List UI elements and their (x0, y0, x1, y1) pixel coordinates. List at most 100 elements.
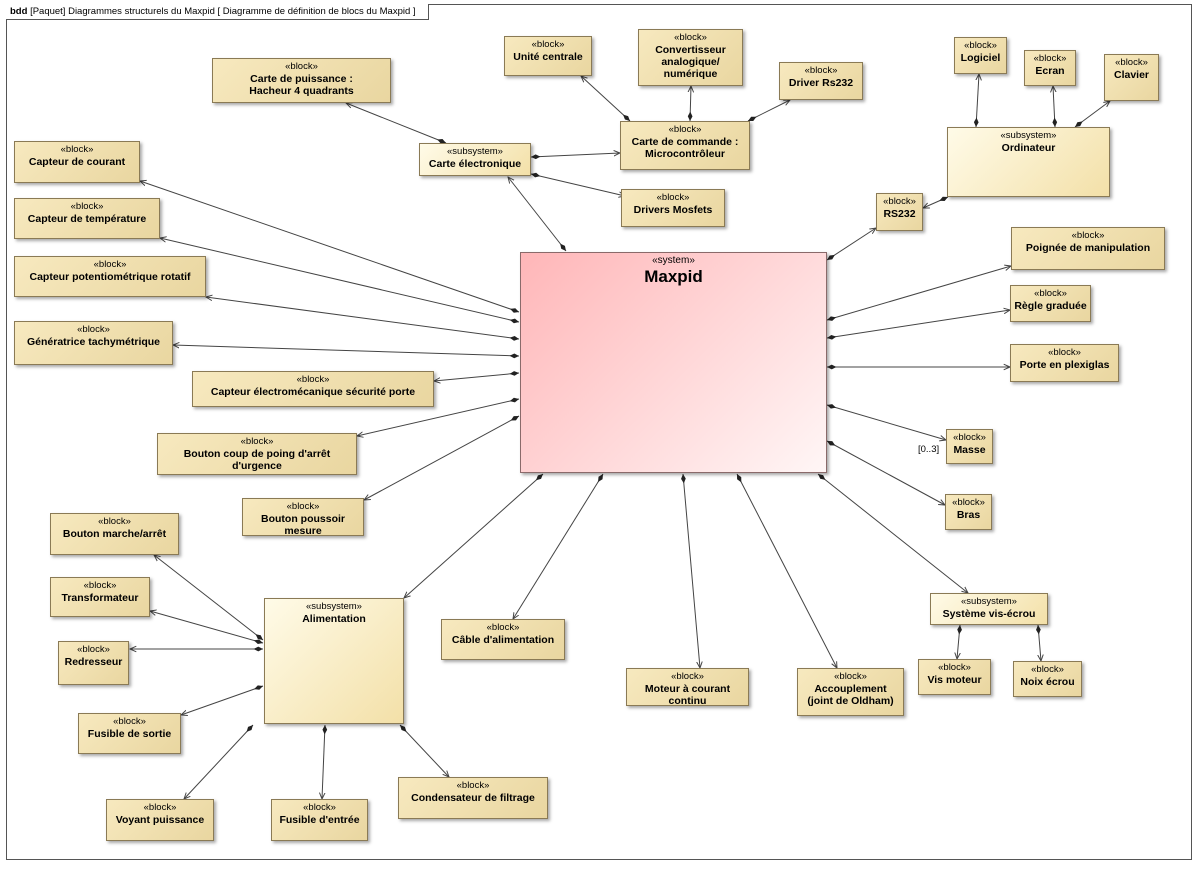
association-alimentation-fusible-entree (322, 724, 325, 799)
block-drivers-mos[interactable]: «block»Drivers Mosfets (621, 189, 725, 227)
association-ordinateur-ecran (1053, 86, 1055, 128)
block-bouton-mesure[interactable]: «block»Bouton poussoir mesure (242, 498, 364, 537)
block-maxpid[interactable]: «system»Maxpid (520, 252, 827, 473)
block-convertisseur[interactable]: «block»Convertisseur analogique/ numériq… (638, 29, 743, 86)
block-name: Convertisseur analogique/ numérique (655, 44, 726, 80)
block-stereotype: «block» (77, 324, 110, 335)
block-name: Carte électronique (428, 158, 522, 170)
block-moteur[interactable]: «block»Moteur à courant continu (626, 668, 749, 707)
block-stereotype: «block» (834, 671, 867, 682)
frame-kind: bdd (10, 6, 28, 17)
block-poignee[interactable]: «block»Poignée de manipulation (1011, 227, 1165, 270)
block-voyant[interactable]: «block»Voyant puissance (106, 799, 214, 841)
block-ecran[interactable]: «block»Ecran (1024, 50, 1076, 86)
block-name: Moteur à courant continu (644, 683, 731, 707)
association-maxpid-poignee (826, 266, 1011, 320)
block-stereotype: «subsystem» (961, 596, 1017, 607)
association-maxpid-carte-elec (508, 177, 567, 252)
block-capteur-porte[interactable]: «block»Capteur électromécanique sécurité… (192, 371, 434, 407)
block-masse[interactable]: «block»Masse (946, 429, 993, 464)
block-stereotype: «block» (1071, 230, 1105, 241)
block-name: Fusible d'entrée (279, 814, 360, 826)
block-stereotype: «block» (240, 436, 274, 447)
block-stereotype: «block» (671, 671, 704, 682)
block-stereotype: «block» (296, 374, 330, 385)
block-porte[interactable]: «block»Porte en plexiglas (1010, 344, 1119, 382)
block-bouton-urgence[interactable]: «block»Bouton coup de poing d'arrêt d'ur… (157, 433, 357, 475)
block-vis-ecrou[interactable]: «subsystem»Système vis-écrou (930, 593, 1048, 625)
block-name: Voyant puissance (115, 814, 205, 826)
association-vis-ecrou-noix (1038, 624, 1041, 661)
block-name: Bras (956, 509, 981, 521)
block-stereotype: «subsystem» (1000, 130, 1057, 141)
block-stereotype: «block» (456, 780, 490, 791)
block-vis-moteur[interactable]: «block»Vis moteur (918, 659, 991, 695)
block-fusible-sortie[interactable]: «block»Fusible de sortie (78, 713, 181, 754)
association-carte-cmd-convertisseur (690, 86, 691, 122)
block-name: Porte en plexiglas (1019, 359, 1110, 371)
block-logiciel[interactable]: «block»Logiciel (954, 37, 1007, 74)
association-carte-cmd-driver-rs232 (747, 100, 790, 122)
block-stereotype: «block» (668, 124, 702, 135)
association-alimentation-transformateur (150, 611, 264, 643)
block-unite[interactable]: «block»Unité centrale (504, 36, 592, 76)
block-carte-puissance[interactable]: «block»Carte de puissance : Hacheur 4 qu… (212, 58, 391, 103)
block-stereotype: «block» (486, 622, 520, 633)
block-fusible-entree[interactable]: «block»Fusible d'entrée (271, 799, 368, 841)
block-clavier[interactable]: «block»Clavier (1104, 54, 1159, 101)
block-ordinateur[interactable]: «subsystem»Ordinateur (947, 127, 1110, 197)
diagram-frame (6, 4, 1192, 860)
block-capteur-courant[interactable]: «block»Capteur de courant (14, 141, 140, 183)
block-stereotype: «block» (883, 196, 916, 207)
block-name: Logiciel (960, 52, 1001, 64)
block-stereotype: «block» (531, 39, 565, 50)
association-maxpid-capteur-porte (434, 373, 520, 381)
association-ordinateur-logiciel (976, 74, 979, 128)
association-rs232-ordinateur (923, 196, 949, 208)
block-capteur-temp[interactable]: «block»Capteur de température (14, 198, 160, 239)
block-name: Noix écrou (1020, 676, 1075, 688)
block-name: Redresseur (64, 656, 123, 668)
block-driver-rs[interactable]: «block»Driver Rs232 (779, 62, 863, 100)
block-stereotype: «block» (285, 61, 318, 72)
association-maxpid-generatrice (173, 345, 520, 356)
association-carte-elec-carte-puissance (346, 103, 447, 144)
block-stereotype: «block» (964, 40, 997, 51)
block-name: Ordinateur (1001, 142, 1056, 154)
block-alimentation[interactable]: «subsystem»Alimentation (264, 598, 404, 724)
block-stereotype: «block» (938, 662, 971, 673)
block-name: Drivers Mosfets (633, 204, 713, 216)
block-cable[interactable]: «block»Câble d'alimentation (441, 619, 565, 660)
block-name: Unité centrale (513, 51, 583, 63)
association-alimentation-condensateur (399, 724, 449, 777)
block-condensateur[interactable]: «block»Condensateur de filtrage (398, 777, 548, 819)
block-name: Ecran (1035, 65, 1065, 77)
block-stereotype: «subsystem» (306, 601, 362, 612)
block-stereotype: «block» (143, 802, 177, 813)
block-name: Alimentation (302, 613, 366, 625)
block-stereotype: «block» (1034, 288, 1067, 299)
block-capteur-pot[interactable]: «block»Capteur potentiométrique rotatif (14, 256, 206, 297)
block-redresseur[interactable]: «block»Redresseur (58, 641, 129, 685)
block-bras[interactable]: «block»Bras (945, 494, 992, 530)
block-bouton-ma[interactable]: «block»Bouton marche/arrêt (50, 513, 179, 555)
block-stereotype: «block» (1033, 53, 1067, 64)
association-maxpid-regle (826, 310, 1010, 338)
block-regle[interactable]: «block»Règle graduée (1010, 285, 1091, 322)
block-accouplement[interactable]: «block»Accouplement (joint de Oldham) (797, 668, 904, 716)
block-rs232[interactable]: «block»RS232 (876, 193, 923, 231)
block-name: Maxpid (644, 267, 703, 286)
block-name: Capteur de température (27, 213, 147, 225)
block-generatrice[interactable]: «block»Génératrice tachymétrique (14, 321, 173, 365)
block-stereotype: «block» (83, 580, 117, 591)
association-maxpid-capteur-temperature (160, 238, 520, 322)
block-stereotype: «block» (70, 201, 104, 212)
block-transfo[interactable]: «block»Transformateur (50, 577, 150, 617)
block-noix[interactable]: «block»Noix écrou (1013, 661, 1082, 697)
association-alimentation-voyant (184, 724, 254, 799)
association-maxpid-rs232 (826, 228, 876, 261)
block-carte-cmd[interactable]: «block»Carte de commande : Microcontrôle… (620, 121, 750, 170)
block-carte-elec[interactable]: «subsystem»Carte électronique (419, 143, 531, 176)
block-name: Capteur électromécanique sécurité porte (210, 386, 416, 398)
block-stereotype: «block» (303, 802, 336, 813)
